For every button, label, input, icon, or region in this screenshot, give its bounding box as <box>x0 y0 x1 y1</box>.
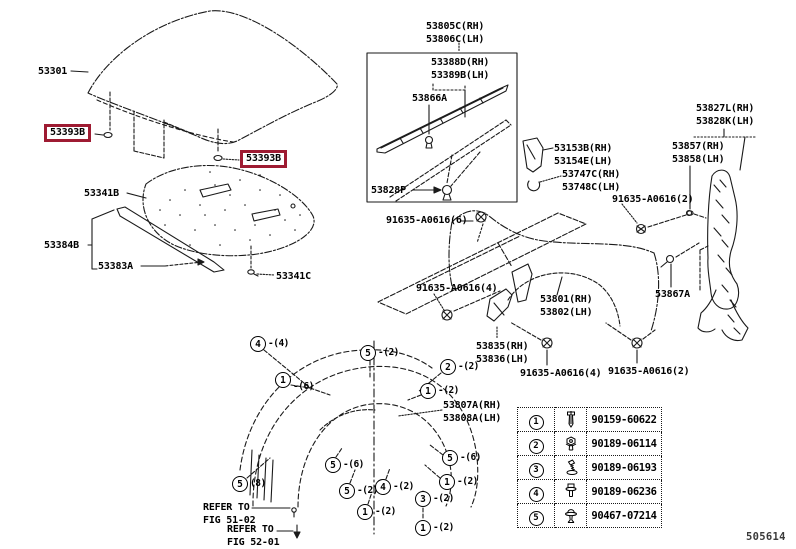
fastener-row-1[interactable]: 1 90159-60622 <box>517 407 662 432</box>
part-label-53828P[interactable]: 53828P <box>371 185 406 196</box>
callout-count: -(2) <box>458 361 479 372</box>
part-label-53153B[interactable]: 53153B(RH) 53154E(LH) <box>554 143 613 167</box>
fastener-row-4[interactable]: 4 90189-06236 <box>517 479 662 504</box>
fastener-part-number: 90189-06193 <box>586 455 662 480</box>
part-label-53747C[interactable]: 53747C(RH) 53748C(LH) <box>562 169 621 193</box>
callout-count: -(2) <box>433 493 454 504</box>
part-label-53388D[interactable]: 53388D(RH) 53389B(LH) <box>431 57 490 81</box>
callout-circle: 4 <box>528 486 544 502</box>
fastener-callout-4[interactable]: 4-(2) <box>375 479 414 495</box>
callout-circle: 1 <box>528 414 544 430</box>
fastener-part-number: 90189-06114 <box>586 431 662 456</box>
callout-circle: 2 <box>440 359 456 375</box>
callout-count: -(2) <box>457 476 478 487</box>
part-label-53827L[interactable]: 53827L(RH) 53828K(LH) <box>696 103 755 127</box>
callout-count: -(2) <box>357 485 378 496</box>
fastener-callout-4[interactable]: 4-(4) <box>250 336 289 352</box>
flange-bolt-icon <box>554 479 587 504</box>
callout-count: -(6) <box>460 452 481 463</box>
callout-count: (8) <box>250 478 266 489</box>
callout-count: -(6) <box>293 381 314 392</box>
part-label-91635-A0616-4-upper[interactable]: 91635-A0616(4) <box>416 283 498 294</box>
part-label-91635-A0616-2-upper[interactable]: 91635-A0616(2) <box>612 194 694 205</box>
callout-circle: 3 <box>528 462 544 478</box>
fastener-part-number: 90467-07214 <box>586 503 662 528</box>
fastener-ref: 5 <box>517 503 555 528</box>
callout-circle: 2 <box>528 438 544 454</box>
part-label-53807A[interactable]: 53807A(RH) 53808A(LH) <box>443 400 502 424</box>
fastener-ref: 2 <box>517 431 555 456</box>
fastener-ref: 3 <box>517 455 555 480</box>
callout-count: -(2) <box>375 506 396 517</box>
callout-circle: 5 <box>232 476 248 492</box>
fastener-table: 1 90159-60622 2 90189-06114 3 90189-06193 4 901… <box>517 407 662 528</box>
diagram-code: 505614 <box>746 531 786 543</box>
callout-count: -(6) <box>343 459 364 470</box>
fastener-row-3[interactable]: 3 90189-06193 <box>517 455 662 480</box>
part-label-53341C[interactable]: 53341C <box>276 271 311 282</box>
part-label-53857[interactable]: 53857(RH) 53858(LH) <box>672 141 725 165</box>
callout-circle: 5 <box>528 510 544 526</box>
part-label-53383A[interactable]: 53383A <box>98 261 133 272</box>
fastener-part-number: 90189-06236 <box>586 479 662 504</box>
fastener-callout-5[interactable]: 5-(2) <box>339 483 378 499</box>
fastener-callout-5[interactable]: 5-(6) <box>325 457 364 473</box>
screw-washer-icon <box>554 455 587 480</box>
fastener-row-5[interactable]: 5 90467-07214 <box>517 503 662 528</box>
fastener-ref: 1 <box>517 407 555 432</box>
part-label-53835[interactable]: 53835(RH) 53836(LH) <box>476 341 529 365</box>
part-label-53867A[interactable]: 53867A <box>655 289 690 300</box>
part-label-53301[interactable]: 53301 <box>38 66 68 77</box>
callout-count: -(4) <box>268 338 289 349</box>
bolt-icon <box>554 431 587 456</box>
part-label-53341B[interactable]: 53341B <box>84 188 119 199</box>
fastener-part-number: 90159-60622 <box>586 407 662 432</box>
fastener-callout-1[interactable]: 1-(2) <box>415 520 454 536</box>
clip-icon <box>554 503 587 528</box>
part-label-91635-A0616-6[interactable]: 91635-A0616(6) <box>386 215 468 226</box>
fastener-callout-1[interactable]: 1-(2) <box>357 504 396 520</box>
callout-circle: 1 <box>439 474 455 490</box>
callout-count: -(2) <box>378 347 399 358</box>
part-label-53805C[interactable]: 53805C(RH) 53806C(LH) <box>426 21 485 45</box>
callout-count: -(2) <box>433 522 454 533</box>
note-refer-fig-52-01: REFER TO FIG 52-01 <box>227 524 280 548</box>
part-label-53393B-2[interactable]: 53393B <box>240 150 287 168</box>
callout-circle: 4 <box>250 336 266 352</box>
callout-count: -(2) <box>393 481 414 492</box>
screw-icon <box>554 407 587 432</box>
callout-circle: 5 <box>339 483 355 499</box>
fastener-callout-1[interactable]: 1-(6) <box>275 372 314 392</box>
part-label-53801[interactable]: 53801(RH) 53802(LH) <box>540 294 593 318</box>
fastener-callout-1[interactable]: 1-(2) <box>439 474 478 490</box>
callout-circle: 4 <box>375 479 391 495</box>
fastener-callout-3[interactable]: 3-(2) <box>415 491 454 507</box>
note-refer-fig-51-02: REFER TO FIG 51-02 <box>203 502 256 526</box>
fastener-callout-5[interactable]: 5-(6) <box>442 450 481 466</box>
callout-circle: 1 <box>420 383 436 399</box>
callout-circle: 1 <box>275 372 291 388</box>
callout-circle: 5 <box>325 457 341 473</box>
callout-circle: 1 <box>415 520 431 536</box>
fastener-ref: 4 <box>517 479 555 504</box>
callout-circle: 3 <box>415 491 431 507</box>
part-label-53866A[interactable]: 53866A <box>412 93 447 104</box>
part-label-53393B-1[interactable]: 53393B <box>44 124 91 142</box>
fastener-row-2[interactable]: 2 90189-06114 <box>517 431 662 456</box>
callout-count: -(2) <box>438 385 459 396</box>
fastener-callout-2[interactable]: 2-(2) <box>440 359 479 375</box>
callout-circle: 5 <box>360 345 376 361</box>
fastener-callout-5[interactable]: 5(8) <box>232 476 266 492</box>
fastener-callout-5[interactable]: 5-(2) <box>360 345 399 361</box>
part-label-91635-A0616-2-lower[interactable]: 91635-A0616(2) <box>608 366 690 377</box>
callout-circle: 1 <box>357 504 373 520</box>
fastener-callout-1[interactable]: 1-(2) <box>420 383 459 399</box>
part-label-53384B[interactable]: 53384B <box>44 240 79 251</box>
part-label-91635-A0616-4-lower[interactable]: 91635-A0616(4) <box>520 368 602 379</box>
callout-circle: 5 <box>442 450 458 466</box>
